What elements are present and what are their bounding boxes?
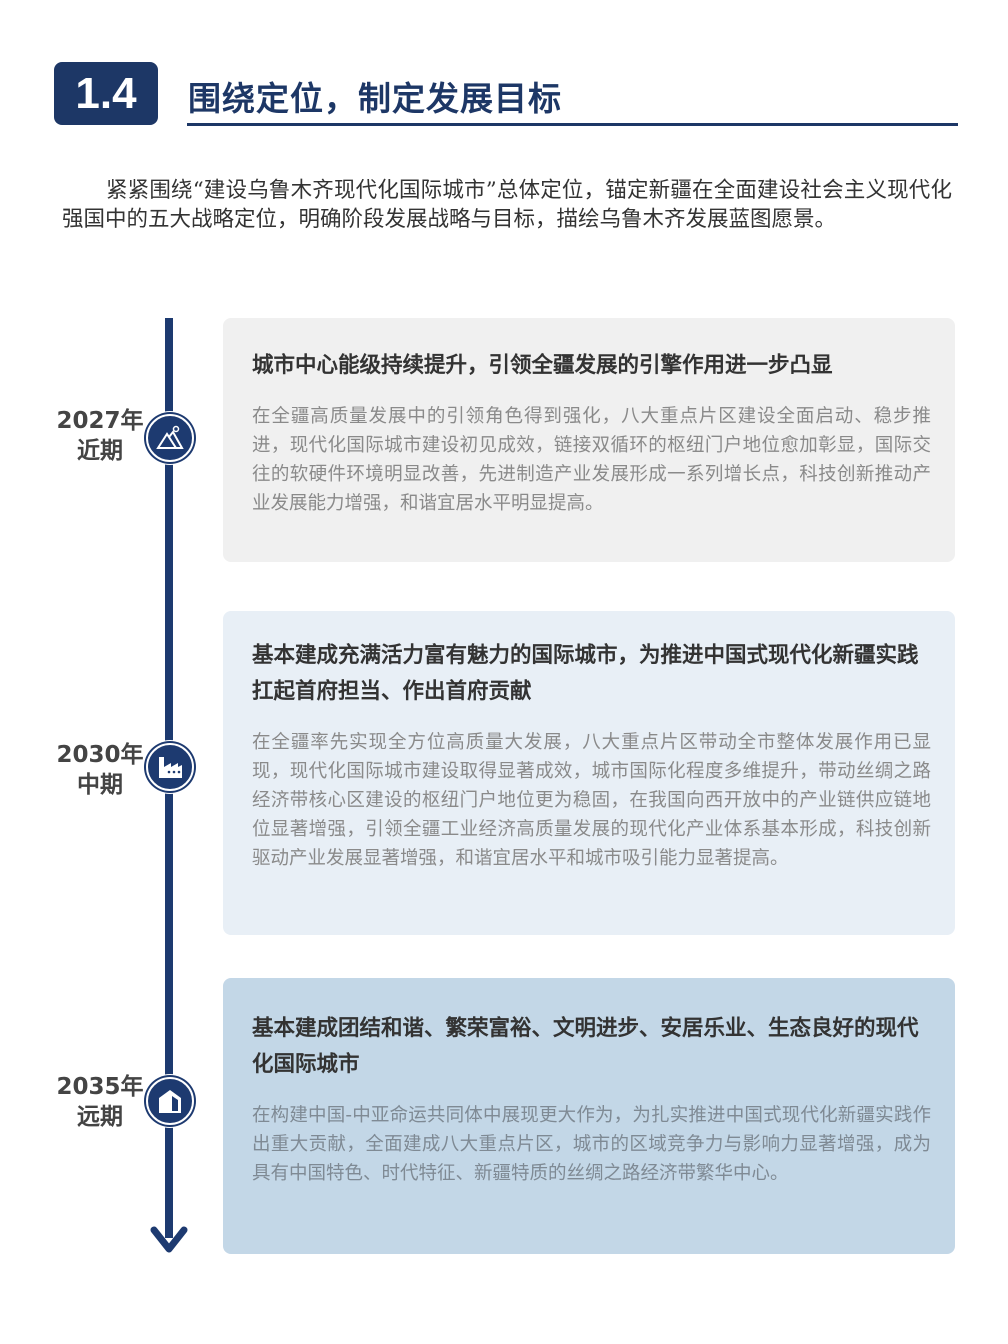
timeline-label-2030: 2030年中期 [56, 742, 144, 798]
card-title: 基本建成充满活力富有魅力的国际城市，为推进中国式现代化新疆实践扛起首府担当、作出… [252, 643, 919, 704]
intro-paragraph: 紧紧围绕“建设乌鲁木齐现代化国际城市”总体定位，锚定新疆在全面建设社会主义现代化… [62, 178, 952, 232]
timeline-arrow-icon [150, 1226, 188, 1253]
title-underline [187, 123, 958, 126]
timeline-label-2035: 2035年远期 [56, 1074, 144, 1130]
goal-card-2035: 基本建成团结和谐、繁荣富裕、文明进步、安居乐业、生态良好的现代化国际城市 在构建… [223, 978, 955, 1254]
card-title: 城市中心能级持续提升，引领全疆发展的引擎作用进一步凸显 [252, 353, 833, 378]
section-number-badge: 1.4 [54, 62, 158, 125]
goal-card-2027: 城市中心能级持续提升，引领全疆发展的引擎作用进一步凸显 在全疆高质量发展中的引领… [223, 318, 955, 562]
factory-icon [143, 740, 197, 794]
house-icon [143, 1074, 197, 1128]
card-body: 在全疆高质量发展中的引领角色得到强化，八大重点片区建设全面启动、稳步推进，现代化… [252, 406, 931, 514]
mountain-sun-icon [143, 411, 197, 465]
card-body: 在构建中国-中亚命运共同体中展现更大作为，为扎实推进中国式现代化新疆实践作出重大… [252, 1105, 931, 1184]
timeline-label-2027: 2027年近期 [56, 408, 144, 464]
goal-card-2030: 基本建成充满活力富有魅力的国际城市，为推进中国式现代化新疆实践扛起首府担当、作出… [223, 611, 955, 935]
card-title: 基本建成团结和谐、繁荣富裕、文明进步、安居乐业、生态良好的现代化国际城市 [252, 1016, 919, 1077]
card-body: 在全疆率先实现全方位高质量大发展，八大重点片区带动全市整体发展作用已显现，现代化… [252, 732, 931, 869]
section-title: 围绕定位，制定发展目标 [188, 79, 562, 118]
